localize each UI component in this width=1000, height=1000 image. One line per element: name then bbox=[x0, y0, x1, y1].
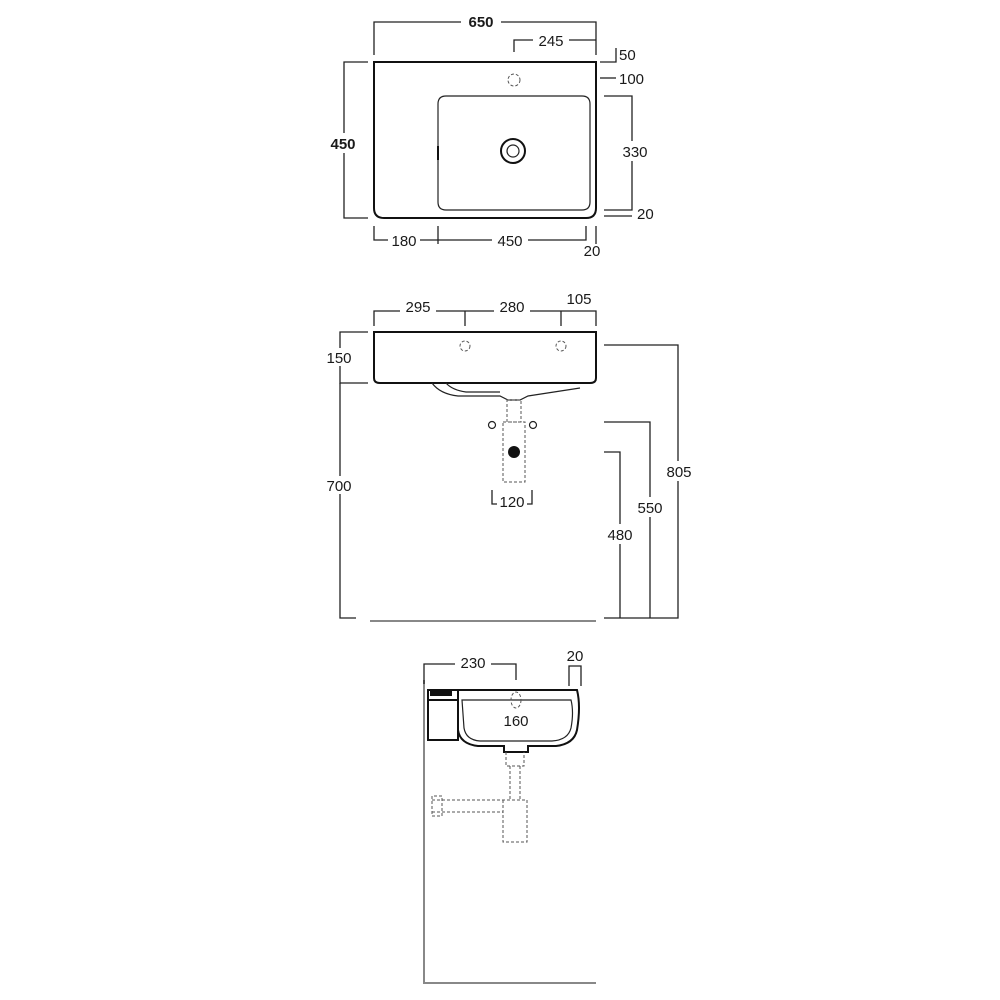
front-view: 120 295 280 105 150 700 805 550 480 bbox=[320, 290, 698, 622]
dim-105: 105 bbox=[566, 291, 591, 308]
trap-body bbox=[502, 421, 526, 483]
dim-front-top-line bbox=[373, 310, 597, 326]
dim-180: 180 bbox=[391, 233, 416, 250]
dim-480-line bbox=[604, 451, 621, 618]
bolt-left bbox=[487, 420, 497, 430]
dim-805: 805 bbox=[666, 464, 691, 481]
dim-295: 295 bbox=[405, 299, 430, 316]
dim-120: 120 bbox=[499, 494, 524, 511]
side-tap-hole bbox=[510, 691, 522, 709]
dim-20-front: 20 bbox=[637, 206, 654, 223]
side-view: 230 20 160 bbox=[423, 648, 596, 984]
basin-underside-inner bbox=[445, 382, 500, 393]
basin-front-outline bbox=[373, 331, 597, 384]
bracket-hole-right bbox=[555, 340, 567, 352]
dim-450-bowl: 450 bbox=[497, 233, 522, 250]
dim-550-line bbox=[604, 421, 651, 618]
dim-50-line bbox=[600, 48, 617, 63]
basin-underside bbox=[431, 382, 581, 401]
bowl-plan-outline bbox=[437, 95, 591, 211]
dim-bottom-line bbox=[373, 226, 587, 241]
tap-hole bbox=[507, 73, 521, 87]
dim-450-depth: 450 bbox=[330, 136, 355, 153]
bracket-top bbox=[430, 690, 452, 696]
basin-section-inner bbox=[461, 699, 574, 742]
dim-330: 330 bbox=[622, 144, 647, 161]
dim-100: 100 bbox=[619, 71, 644, 88]
wall-bracket bbox=[427, 689, 459, 741]
dim-280: 280 bbox=[499, 299, 524, 316]
wall-and-floor bbox=[423, 680, 596, 984]
basin-plan-outline bbox=[373, 61, 597, 219]
basin-section-outline bbox=[428, 689, 580, 753]
dim-700: 700 bbox=[326, 478, 351, 495]
side-trap bbox=[431, 752, 528, 843]
dim-150: 150 bbox=[326, 350, 351, 367]
dim-20-side: 20 bbox=[584, 243, 601, 260]
trap-outlet bbox=[508, 446, 520, 458]
top-view: 650 245 50 100 450 330 20 180 450 20 bbox=[324, 12, 654, 260]
dim-550: 550 bbox=[637, 500, 662, 517]
dim-245: 245 bbox=[538, 33, 563, 50]
waste-outlet-outer bbox=[500, 138, 526, 164]
dim-480: 480 bbox=[607, 527, 632, 544]
dim-20-rim-line bbox=[568, 665, 582, 686]
dim-650: 650 bbox=[468, 14, 493, 31]
bracket-hole-left bbox=[459, 340, 471, 352]
dim-20-rim: 20 bbox=[567, 648, 584, 665]
dim-160: 160 bbox=[503, 713, 528, 730]
waste-outlet-inner bbox=[506, 144, 520, 158]
dim-50: 50 bbox=[619, 47, 636, 64]
trap-upper bbox=[506, 399, 522, 423]
dim-700-line bbox=[339, 383, 356, 619]
dim-230: 230 bbox=[460, 655, 485, 672]
dim-805-line bbox=[604, 344, 679, 619]
bolt-right bbox=[528, 420, 538, 430]
